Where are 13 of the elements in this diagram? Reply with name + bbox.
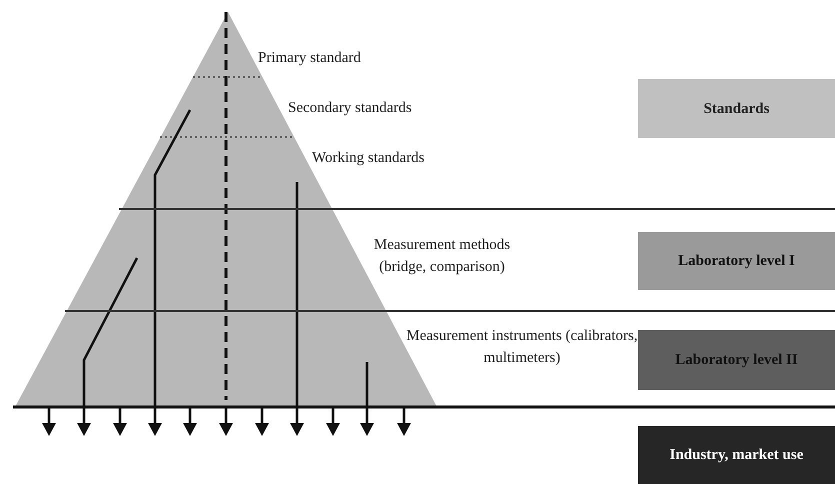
level-box bbox=[638, 330, 835, 390]
level-box bbox=[638, 79, 835, 138]
level-label: Primary standard bbox=[258, 49, 362, 68]
level-label: Working standards bbox=[312, 149, 426, 168]
level-title: Standards bbox=[704, 100, 770, 118]
level-title: Industry, market use bbox=[670, 446, 804, 465]
level-box bbox=[638, 426, 835, 484]
level-label: Measurement methods (bridge, comparison) bbox=[372, 236, 512, 277]
level-box bbox=[638, 232, 835, 290]
level-label: Secondary standards bbox=[288, 99, 413, 118]
level-title: Laboratory level I bbox=[678, 252, 795, 271]
level-title: Laboratory level II bbox=[675, 351, 798, 370]
level-label: Measurement instruments (calibrators, multimeters) bbox=[405, 327, 639, 368]
